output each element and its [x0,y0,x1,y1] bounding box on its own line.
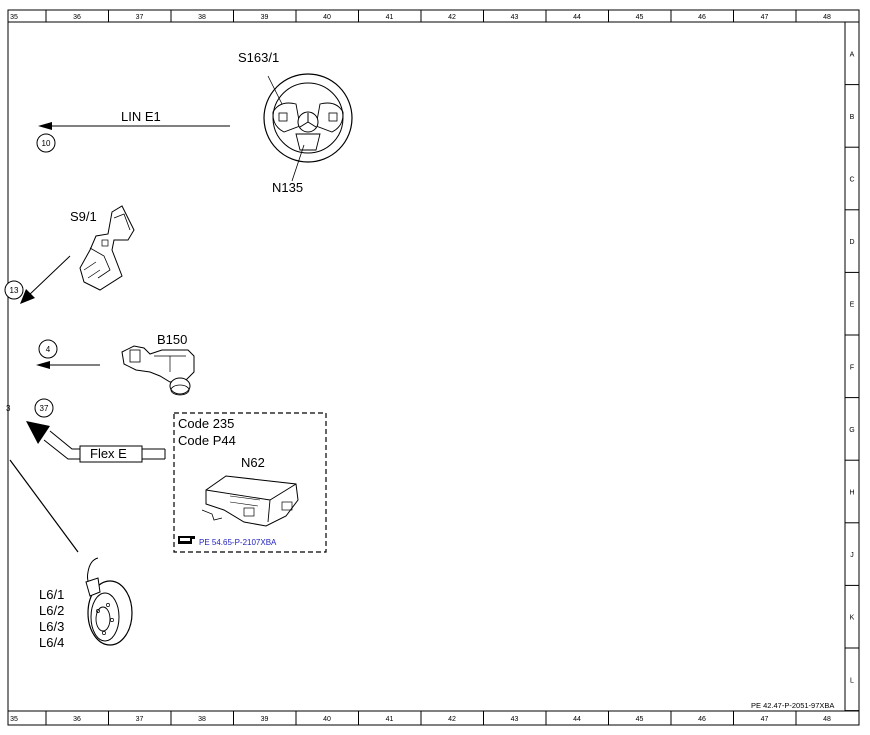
column-label: 41 [386,716,394,723]
label-flex-e: Flex E [90,446,127,461]
connector-4-label: 4 [46,345,51,354]
connector-10-circle [36,133,56,153]
label-L6-3: L6/3 [39,619,64,634]
label-L6-2: L6/2 [39,603,64,618]
pe-reference-link[interactable]: PE 54.65-P-2107XBA [199,538,277,547]
column-label: 41 [386,14,394,21]
row-label: A [850,51,855,58]
steering-wheel-drawing [263,73,353,182]
row-label: F [850,364,854,371]
footer-reference: PE 42.47-P-2051-97XBA [751,701,834,710]
label-S163-1: S163/1 [238,50,279,65]
connector-37-circle [34,398,54,418]
label-N62: N62 [241,455,265,470]
column-label: 46 [698,716,706,723]
wheel-sensor-wire [9,459,79,553]
column-label: 45 [636,716,644,723]
column-label: 43 [511,14,519,21]
column-label: 38 [198,14,206,21]
column-label: 42 [448,716,456,723]
row-label: K [850,615,855,622]
b150-arrowhead [36,361,50,369]
column-label: 48 [823,716,831,723]
column-label: 47 [761,14,769,21]
row-label: B [850,114,855,121]
column-label: 39 [261,14,269,21]
sensor-b150-drawing [121,345,195,396]
row-label: H [849,490,854,497]
label-lin-e1: LIN E1 [121,109,161,124]
hand-pointer-icon [178,536,195,544]
column-label: 40 [323,716,331,723]
column-label: 35 [10,716,18,723]
column-label: 35 [10,14,18,21]
column-label: 43 [511,716,519,723]
label-code-p44: Code P44 [178,433,236,448]
column-label: 40 [323,14,331,21]
connector-4-circle [38,339,58,359]
column-label: 42 [448,14,456,21]
connector-partial-label: 3 [6,404,11,413]
label-code-235: Code 235 [178,416,234,431]
flex-e-bus [26,421,166,463]
column-label: 36 [73,14,81,21]
brake-disc-drawing [85,557,133,646]
control-unit-n62-drawing [201,475,299,527]
label-S9-1: S9/1 [70,209,97,224]
column-label: 44 [573,716,581,723]
s9-1-arrow-line [27,255,71,297]
row-label: L [850,677,854,684]
column-label: 37 [136,14,144,21]
row-label: E [850,302,855,309]
label-N135: N135 [272,180,303,195]
row-ruler: A B C D E F G H J K L [845,51,859,712]
connector-10-label: 10 [42,139,51,148]
row-label: D [849,239,854,246]
label-L6-1: L6/1 [39,587,64,602]
ignition-switch-drawing [79,205,135,291]
connector-37-label: 37 [40,404,49,413]
lin-e1-arrowhead [38,122,52,130]
column-label: 39 [261,716,269,723]
column-label: 38 [198,716,206,723]
column-ruler: 3535363637373838393940404141424243434444… [10,10,831,725]
row-label: C [849,177,854,184]
column-label: 46 [698,14,706,21]
sheet-border [7,9,860,726]
s9-1-arrowhead [20,289,35,304]
row-label: J [850,552,854,559]
column-label: 44 [573,14,581,21]
row-label: G [849,427,854,434]
column-label: 37 [136,716,144,723]
label-L6-4: L6/4 [39,635,64,650]
column-label: 47 [761,716,769,723]
column-label: 45 [636,14,644,21]
label-B150: B150 [157,332,187,347]
connector-13-circle [4,280,24,300]
connector-13-label: 13 [10,286,19,295]
column-label: 36 [73,716,81,723]
column-label: 48 [823,14,831,21]
n62-option-box [173,412,327,553]
